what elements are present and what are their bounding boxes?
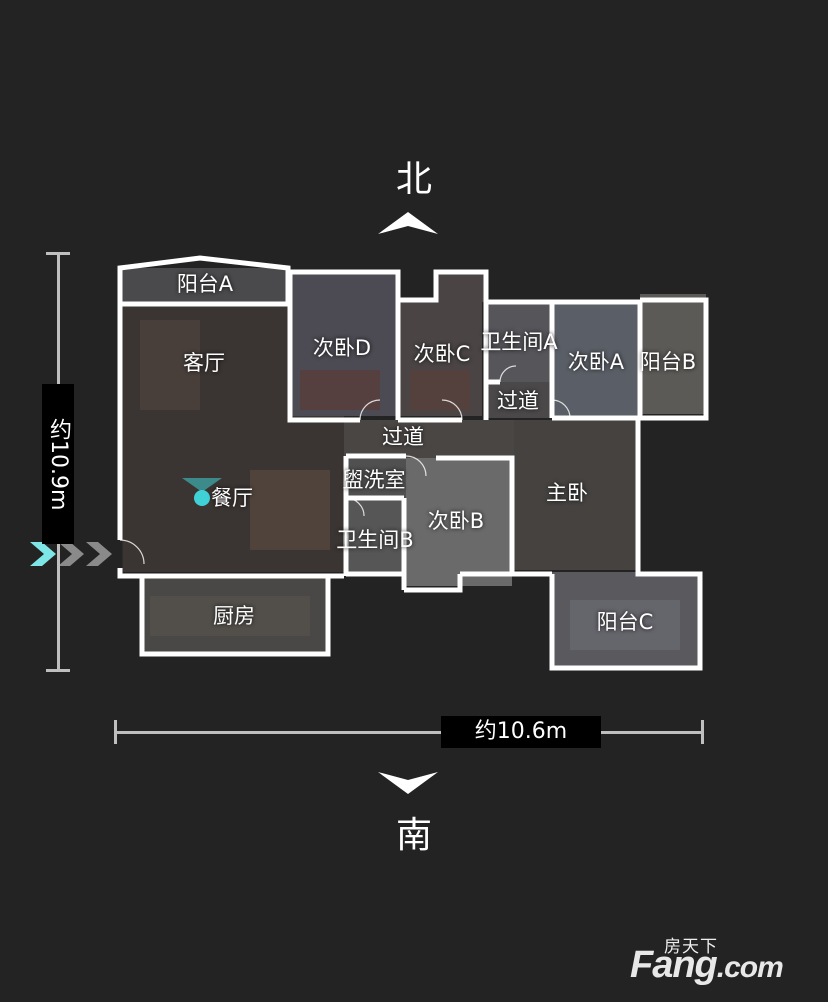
logo-english-text: Fang.com: [630, 944, 784, 987]
room-label-balcony-a[interactable]: 阳台A: [176, 272, 234, 296]
room-label-washroom[interactable]: 盥洗室: [342, 468, 406, 492]
room-label-corridor-2[interactable]: 过道: [497, 389, 539, 413]
door-arcs: [119, 365, 571, 565]
room-label-corridor-1[interactable]: 过道: [382, 425, 424, 449]
height-dimension-label: 约10.9m: [42, 384, 74, 544]
room-label-bathroom-a[interactable]: 卫生间A: [480, 330, 558, 354]
width-dimension-line: [114, 731, 704, 734]
room-label-living-room[interactable]: 客厅: [183, 351, 225, 375]
logo-english-main: Fang: [630, 944, 718, 986]
room-label-master-bedroom[interactable]: 主卧: [546, 481, 588, 505]
walls: [117, 255, 709, 671]
room-label-balcony-b[interactable]: 阳台B: [639, 350, 697, 374]
height-dimension-tick-bottom: [46, 669, 70, 672]
room-label-bedroom-c[interactable]: 次卧C: [413, 342, 471, 366]
room-label-kitchen[interactable]: 厨房: [213, 604, 255, 628]
width-dimension-label: 约10.6m: [441, 716, 601, 748]
height-dimension: 约10.9m: [42, 252, 74, 672]
width-dimension-tick-right: [701, 720, 704, 744]
height-dimension-tick-top: [46, 252, 70, 255]
fang-logo: 房天下 Fang.com: [630, 932, 820, 992]
room-label-dining-room[interactable]: 餐厅: [211, 486, 253, 510]
current-position-marker[interactable]: [194, 490, 210, 506]
logo-chinese-text: 房天下: [664, 937, 718, 957]
room-label-bathroom-b[interactable]: 卫生间B: [336, 528, 414, 552]
north-label: 北: [395, 159, 432, 200]
south-arrow-icon: [378, 772, 438, 794]
room-label-bedroom-a[interactable]: 次卧A: [567, 350, 625, 374]
room-label-bedroom-d[interactable]: 次卧D: [312, 336, 372, 360]
width-dimension-tick-left: [114, 720, 117, 744]
room-label-bedroom-b[interactable]: 次卧B: [427, 509, 485, 533]
entry-chevrons-icon: [30, 542, 112, 566]
width-dimension: 约10.6m: [114, 716, 704, 748]
room-fills: [120, 268, 706, 666]
room-label-balcony-c[interactable]: 阳台C: [596, 610, 654, 634]
north-arrow-icon: [378, 212, 438, 234]
south-label: 南: [395, 815, 432, 856]
logo-english-domain: .com: [716, 951, 784, 984]
view-direction-cone: [182, 478, 222, 492]
